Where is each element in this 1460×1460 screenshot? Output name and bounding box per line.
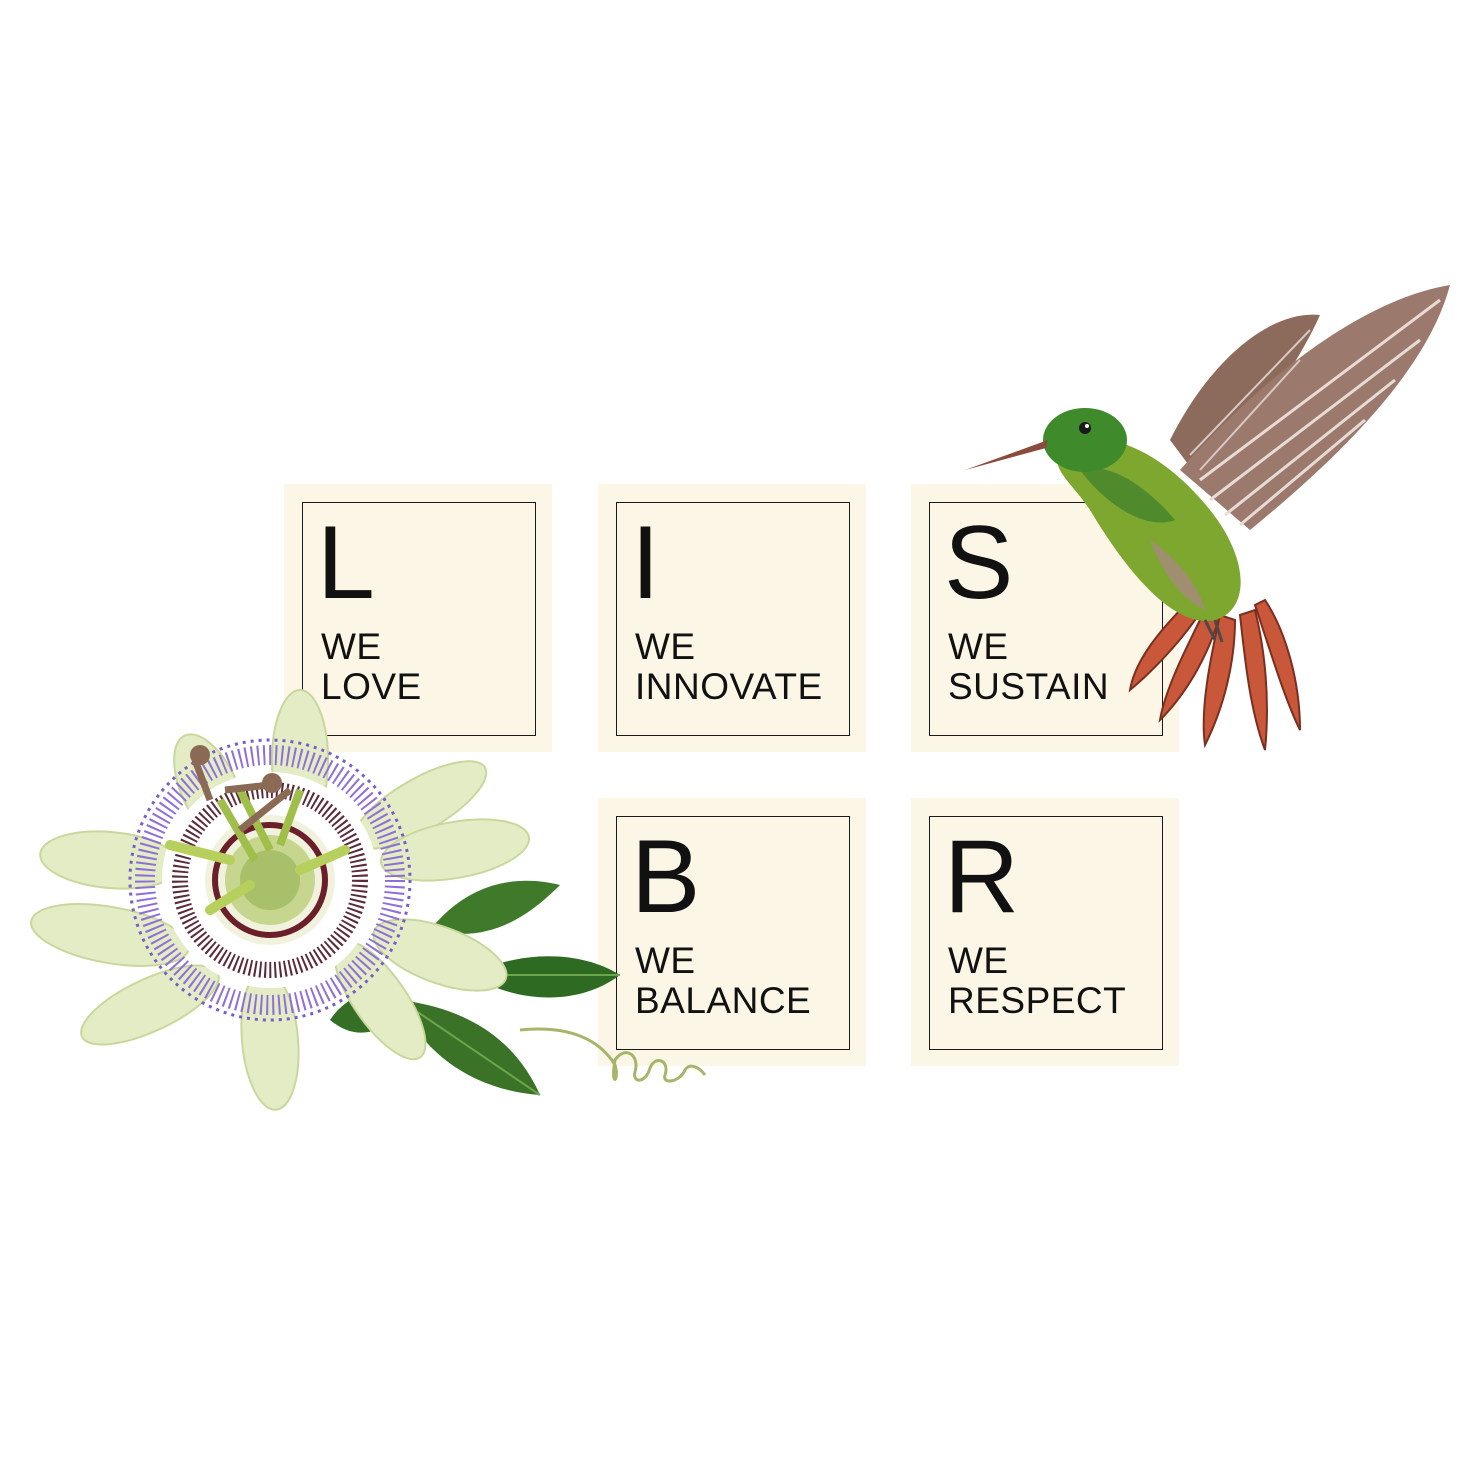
tile-line-2: LOVE bbox=[321, 666, 422, 707]
tile-letter: S bbox=[944, 505, 1013, 621]
tile-line-1: WE bbox=[948, 626, 1009, 667]
tile-line-1: WE bbox=[321, 626, 382, 667]
tail-icon bbox=[1128, 598, 1301, 751]
tile-line-2: RESPECT bbox=[948, 980, 1127, 1021]
tile-respect: R WE RESPECT bbox=[911, 798, 1179, 1066]
tile-line-1: WE bbox=[948, 940, 1009, 981]
tile-line-2: BALANCE bbox=[635, 980, 812, 1021]
stamen-icon bbox=[165, 745, 350, 915]
tile-line-1: WE bbox=[635, 940, 696, 981]
tile-line-2: INNOVATE bbox=[635, 666, 823, 707]
head-icon bbox=[965, 408, 1127, 472]
tile-love: L WE LOVE bbox=[284, 484, 552, 752]
tile-frame: I WE INNOVATE bbox=[616, 502, 850, 736]
tile-frame: R WE RESPECT bbox=[929, 816, 1163, 1050]
wing-icon bbox=[1170, 285, 1450, 530]
corona-icon bbox=[128, 738, 412, 1022]
foot-icon bbox=[1203, 619, 1224, 643]
tile-frame: B WE BALANCE bbox=[616, 816, 850, 1050]
tile-letter: R bbox=[944, 819, 1019, 935]
tile-frame: S WE SUSTAIN bbox=[929, 502, 1163, 736]
tile-letter: L bbox=[317, 505, 375, 621]
tile-line-1: WE bbox=[635, 626, 696, 667]
tile-letter: B bbox=[631, 819, 700, 935]
tile-line-2: SUSTAIN bbox=[948, 666, 1110, 707]
tile-innovate: I WE INNOVATE bbox=[598, 484, 866, 752]
tile-frame: L WE LOVE bbox=[302, 502, 536, 736]
tile-balance: B WE BALANCE bbox=[598, 798, 866, 1066]
tile-letter: I bbox=[631, 505, 660, 621]
body-icon bbox=[1057, 439, 1241, 621]
